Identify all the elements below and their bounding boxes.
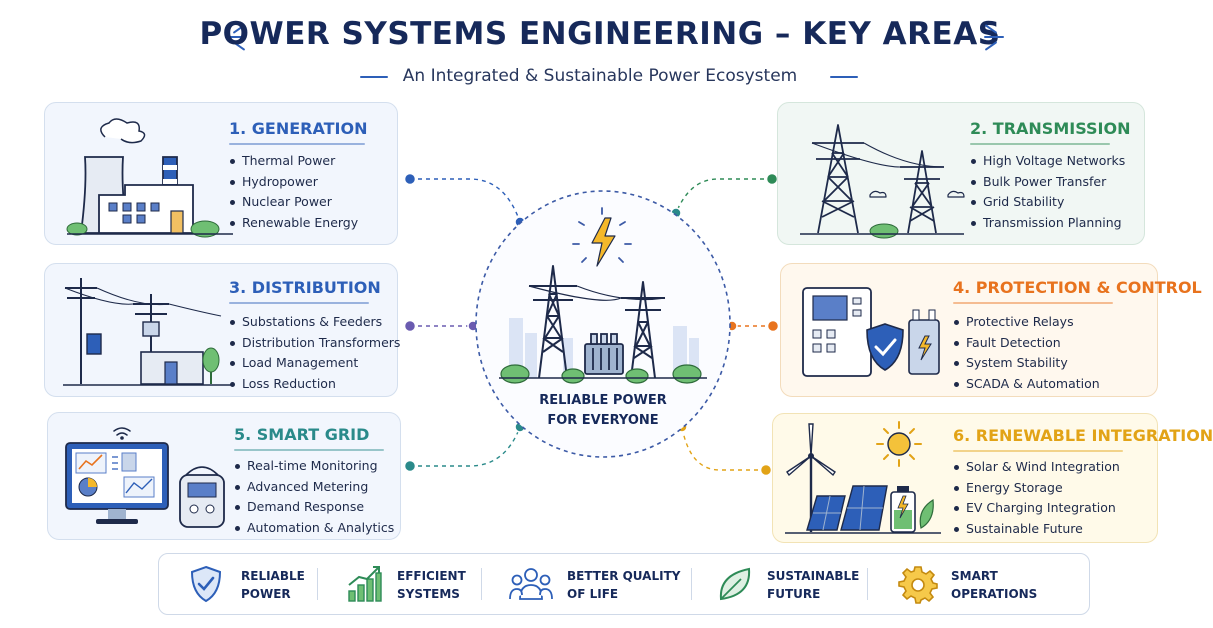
card-transmission[interactable]: 2. TRANSMISSION High Voltage Networks Bu…: [777, 102, 1145, 245]
title-underline: [229, 143, 365, 145]
list-item: SCADA & Automation: [953, 374, 1100, 395]
list-item: Thermal Power: [229, 151, 358, 172]
title-underline: [953, 302, 1113, 304]
list-item: Automation & Analytics: [234, 518, 394, 539]
lightning-bolt-icon: [572, 207, 632, 267]
benefit-divider: [867, 568, 868, 600]
central-hub: [475, 190, 731, 458]
connector-generation: [410, 178, 521, 223]
card-list: Real-time Monitoring Advanced Metering D…: [234, 456, 394, 538]
list-item: Load Management: [229, 353, 400, 374]
benefit-label: BETTER QUALITY OF LIFE: [567, 569, 681, 601]
wind-solar-icon: [785, 421, 941, 534]
list-item: System Stability: [953, 353, 1100, 374]
card-protection-control[interactable]: 4. PROTECTION & CONTROL Protective Relay…: [780, 263, 1202, 397]
card-title: 6. RENEWABLE INTEGRATION: [953, 426, 1213, 445]
gear-icon: [898, 566, 938, 604]
power-plant-icon: [66, 118, 233, 238]
transformer: [584, 333, 624, 375]
list-item: Demand Response: [234, 497, 394, 518]
header: POWER SYSTEMS ENGINEERING – KEY AREAS An…: [0, 0, 1200, 100]
benefit-divider: [481, 568, 482, 600]
card-renewable-integration[interactable]: 6. RENEWABLE INTEGRATION Solar & Wind In…: [772, 413, 1213, 543]
card-generation[interactable]: 1. GENERATION Thermal Power Hydropower N…: [44, 102, 398, 245]
list-item: Sustainable Future: [953, 519, 1120, 540]
page-title: POWER SYSTEMS ENGINEERING – KEY AREAS: [199, 16, 1001, 52]
list-item: Advanced Metering: [234, 477, 394, 498]
page-subtitle: An Integrated & Sustainable Power Ecosys…: [402, 66, 798, 86]
title-accent-left: [226, 36, 246, 38]
hub-label-line2: FOR EVERYONE: [547, 413, 659, 428]
subtitle-rule-right: [830, 76, 858, 78]
benefit-label: EFFICIENT SYSTEMS: [397, 569, 466, 601]
card-title: 1. GENERATION: [229, 119, 368, 138]
list-item: Bulk Power Transfer: [970, 172, 1125, 193]
card-list: Solar & Wind Integration Energy Storage …: [953, 457, 1120, 539]
control-panel-shield-icon: [802, 287, 940, 377]
benefit-divider: [691, 568, 692, 600]
smart-grid-monitor-icon: [65, 427, 225, 528]
list-item: Nuclear Power: [229, 192, 358, 213]
benefit-sustainable-future: SUSTAINABLE FUTURE: [717, 554, 867, 614]
card-title: 5. SMART GRID: [234, 425, 370, 444]
card-title: 3. DISTRIBUTION: [229, 278, 381, 297]
subtitle-rule-left: [360, 76, 388, 78]
benefit-divider: [317, 568, 318, 600]
shield-check-icon: [190, 565, 222, 603]
list-item: EV Charging Integration: [953, 498, 1120, 519]
list-item: Solar & Wind Integration: [953, 457, 1120, 478]
benefit-label: RELIABLE POWER: [241, 569, 305, 601]
list-item: Grid Stability: [970, 192, 1125, 213]
card-title: 2. TRANSMISSION: [970, 119, 1131, 138]
card-list: Substations & Feeders Distribution Trans…: [229, 312, 400, 394]
card-list: Protective Relays Fault Detection System…: [953, 312, 1100, 394]
transmission-tower-right: [621, 281, 665, 379]
transmission-towers-icon: [800, 124, 965, 239]
card-list: Thermal Power Hydropower Nuclear Power R…: [229, 151, 358, 233]
list-item: Substations & Feeders: [229, 312, 400, 333]
list-item: Loss Reduction: [229, 374, 400, 395]
benefit-label: SUSTAINABLE FUTURE: [767, 569, 860, 601]
benefits-bar: RELIABLE POWER EFFICIENT SYSTEMS BETTER …: [158, 553, 1090, 615]
connector-smartgrid: [410, 426, 521, 467]
list-item: Energy Storage: [953, 478, 1120, 499]
card-distribution[interactable]: 3. DISTRIBUTION Substations & Feeders Di…: [44, 263, 400, 397]
bar-chart-growth-icon: [348, 566, 382, 602]
distribution-poles-icon: [63, 278, 233, 386]
list-item: Real-time Monitoring: [234, 456, 394, 477]
benefit-reliable-power: RELIABLE POWER: [189, 554, 319, 614]
connector-renewable: [681, 426, 766, 471]
title-accent-right: [984, 36, 1004, 38]
card-title: 4. PROTECTION & CONTROL: [953, 278, 1202, 297]
card-list: High Voltage Networks Bulk Power Transfe…: [970, 151, 1125, 233]
transmission-tower-left: [529, 265, 577, 379]
list-item: Hydropower: [229, 172, 358, 193]
list-item: Renewable Energy: [229, 213, 358, 234]
title-underline: [234, 449, 384, 451]
card-smart-grid[interactable]: 5. SMART GRID Real-time Monitoring Advan…: [47, 412, 401, 540]
hub-label-line1: RELIABLE POWER: [539, 393, 667, 408]
title-underline: [229, 302, 369, 304]
benefit-label: SMART OPERATIONS: [951, 569, 1038, 601]
title-underline: [953, 450, 1123, 452]
title-underline: [970, 143, 1110, 145]
people-group-icon: [509, 568, 553, 600]
list-item: Transmission Planning: [970, 213, 1125, 234]
list-item: Fault Detection: [953, 333, 1100, 354]
benefit-smart-operations: SMART OPERATIONS: [898, 554, 1059, 614]
benefit-quality-of-life: BETTER QUALITY OF LIFE: [509, 554, 689, 614]
list-item: High Voltage Networks: [970, 151, 1125, 172]
connector-transmission: [675, 178, 772, 214]
benefit-efficient-systems: EFFICIENT SYSTEMS: [345, 554, 495, 614]
list-item: Protective Relays: [953, 312, 1100, 333]
list-item: Distribution Transformers: [229, 333, 400, 354]
leaf-icon: [719, 567, 751, 601]
